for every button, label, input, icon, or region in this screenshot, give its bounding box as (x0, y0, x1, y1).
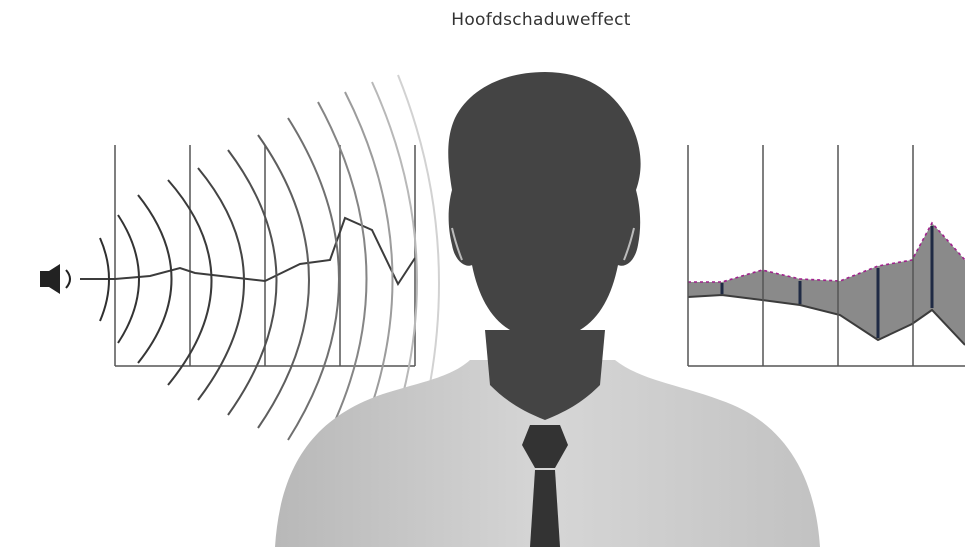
person-head (448, 72, 640, 336)
sound-wave-arc (198, 168, 244, 400)
sound-wave-arc (228, 150, 277, 415)
right-spectrum-chart (688, 145, 965, 366)
head-shadow-loss-area (688, 223, 965, 345)
speaker-icon (40, 264, 70, 294)
sound-wave-arc (318, 102, 367, 455)
sound-wave-arc (288, 118, 339, 440)
sound-wave-arc (138, 195, 172, 363)
